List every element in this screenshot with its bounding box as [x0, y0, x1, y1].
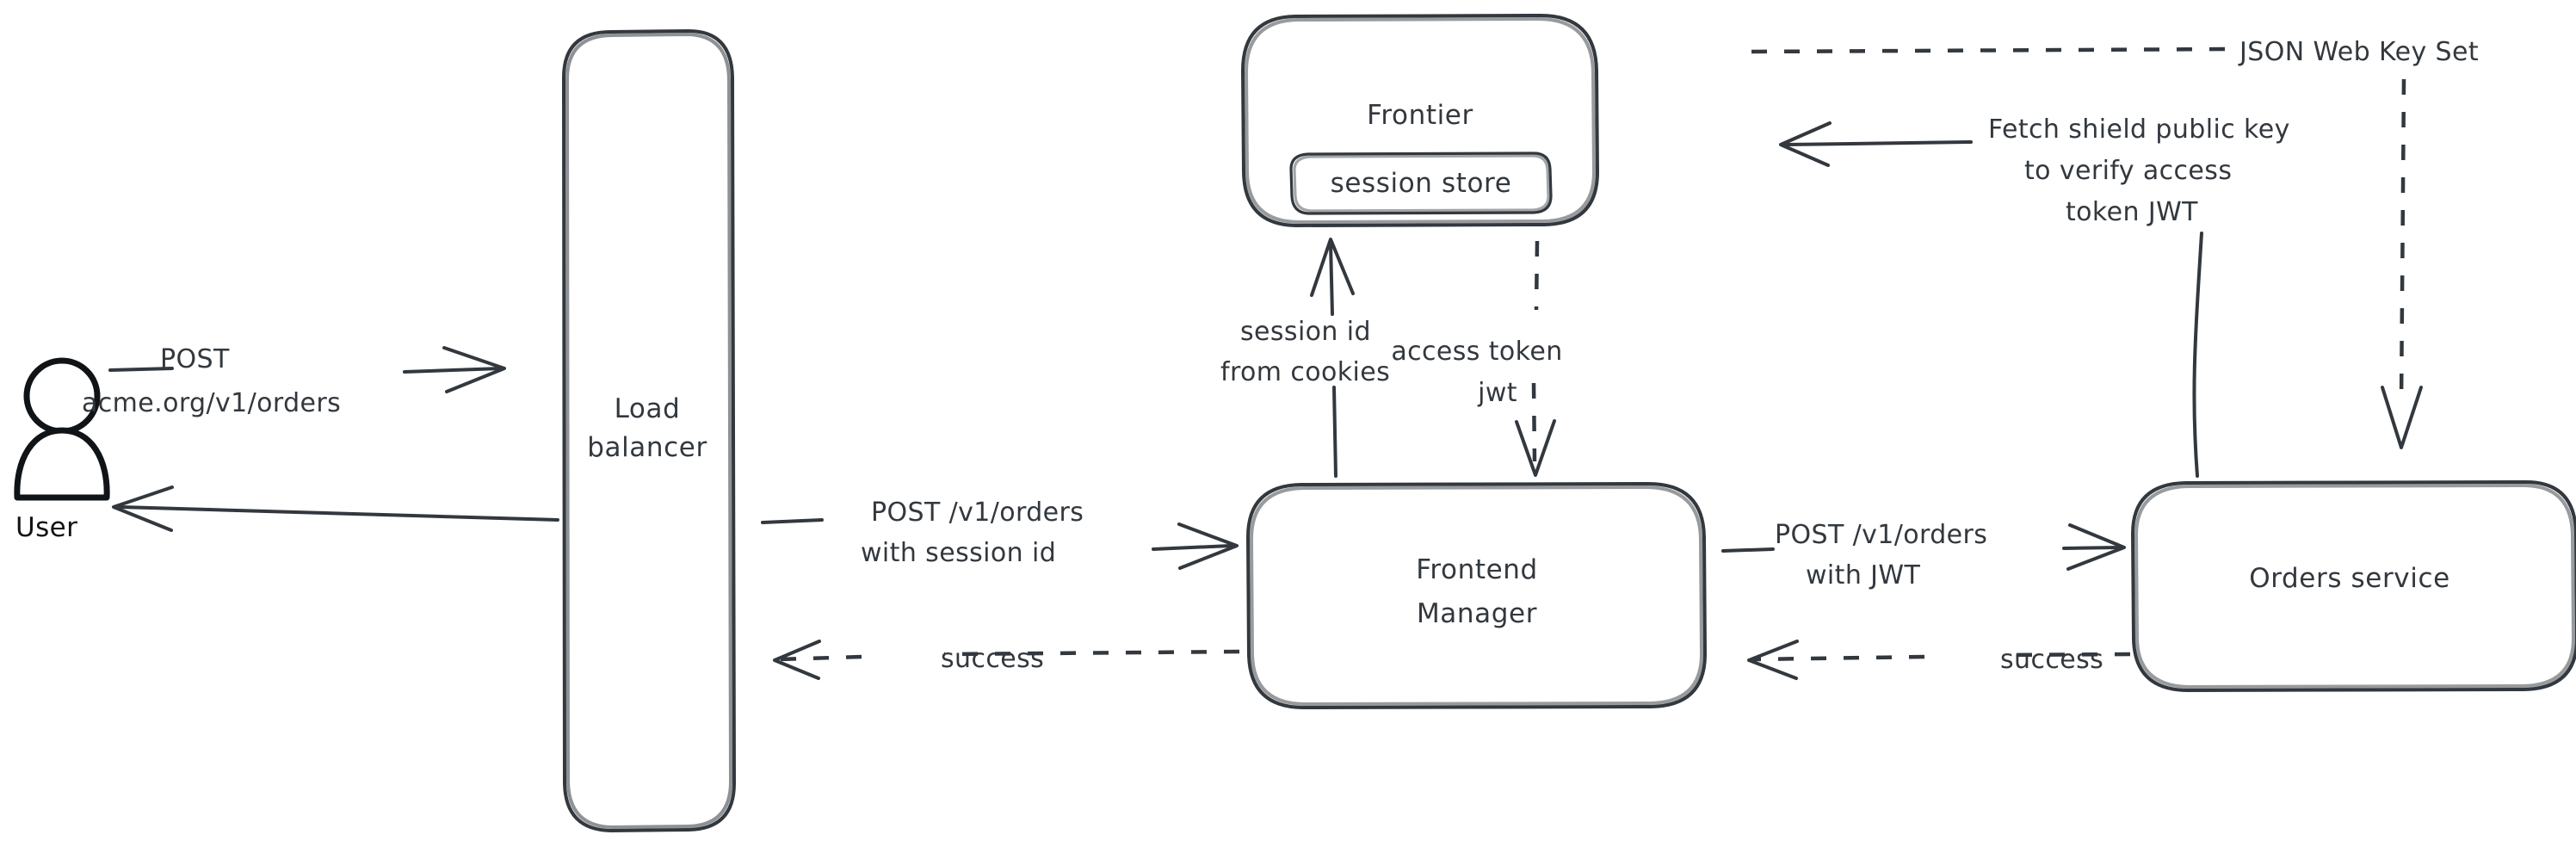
edge-frontier-to-fm-label-2: jwt — [1477, 378, 1517, 408]
edge-fm-to-lb-success-label: success — [941, 644, 1044, 674]
edge-frontier-to-fm-label-1: access token — [1391, 337, 1562, 367]
edge-frontier-to-frontend-manager[interactable] — [1515, 240, 1556, 477]
node-frontier-label: Frontier — [1367, 100, 1473, 131]
edge-orders-to-frontier-label-1: Fetch shield public key — [1988, 114, 2290, 145]
node-frontend-manager[interactable] — [1246, 482, 1707, 709]
node-orders-service[interactable] — [2131, 480, 2576, 692]
edge-lb-to-fm-label-2: with session id — [861, 538, 1056, 568]
node-user-label: User — [15, 512, 77, 543]
node-orders-service-label: Orders service — [2249, 563, 2450, 594]
node-frontend-manager-label-1: Frontend — [1416, 554, 1538, 585]
edge-frontend-manager-to-orders-service[interactable] — [1721, 523, 2126, 571]
node-user[interactable] — [14, 357, 110, 504]
node-frontier[interactable] — [1241, 14, 1599, 227]
edge-frontier-to-orders-service-jwks[interactable] — [1751, 46, 2423, 449]
edge-load-balancer-to-frontend-manager[interactable] — [761, 518, 1239, 570]
edge-orders-to-frontier-label-2: to verify access — [2024, 156, 2232, 186]
node-load-balancer[interactable] — [562, 29, 736, 832]
edge-frontend-manager-to-load-balancer-success[interactable] — [773, 640, 1240, 680]
edge-frontend-manager-to-frontier[interactable] — [1310, 238, 1355, 478]
node-load-balancer-label-2: balancer — [587, 432, 707, 463]
edge-fm-to-orders-label-1: POST /v1/orders — [1775, 520, 1987, 550]
node-frontend-manager-label-2: Manager — [1417, 598, 1537, 629]
node-session-store[interactable] — [1289, 151, 1553, 215]
node-load-balancer-label-1: Load — [615, 393, 681, 424]
edge-fm-to-frontier-label-1: session id — [1240, 317, 1371, 347]
edge-user-to-lb-label-2: acme.org/v1/orders — [82, 388, 341, 418]
edge-lb-to-fm-label-1: POST /v1/orders — [871, 498, 1084, 528]
edge-user-to-load-balancer[interactable] — [108, 346, 506, 393]
edge-orders-service-to-frontier[interactable] — [1779, 121, 2203, 478]
edge-fm-to-frontier-label-2: from cookies — [1220, 357, 1390, 387]
edge-user-to-lb-label-1: POST — [160, 344, 230, 374]
edge-orders-to-fm-success-label: success — [2000, 645, 2103, 675]
edge-orders-to-frontier-label-3: token JWT — [2066, 197, 2198, 227]
edge-load-balancer-to-user[interactable] — [112, 485, 559, 532]
edge-fm-to-orders-label-2: with JWT — [1806, 560, 1920, 590]
edge-orders-service-to-frontend-manager-success[interactable] — [1747, 640, 2131, 680]
edge-frontier-to-orders-jwks-label: JSON Web Key Set — [2238, 37, 2479, 67]
node-session-store-label: session store — [1331, 168, 1512, 199]
